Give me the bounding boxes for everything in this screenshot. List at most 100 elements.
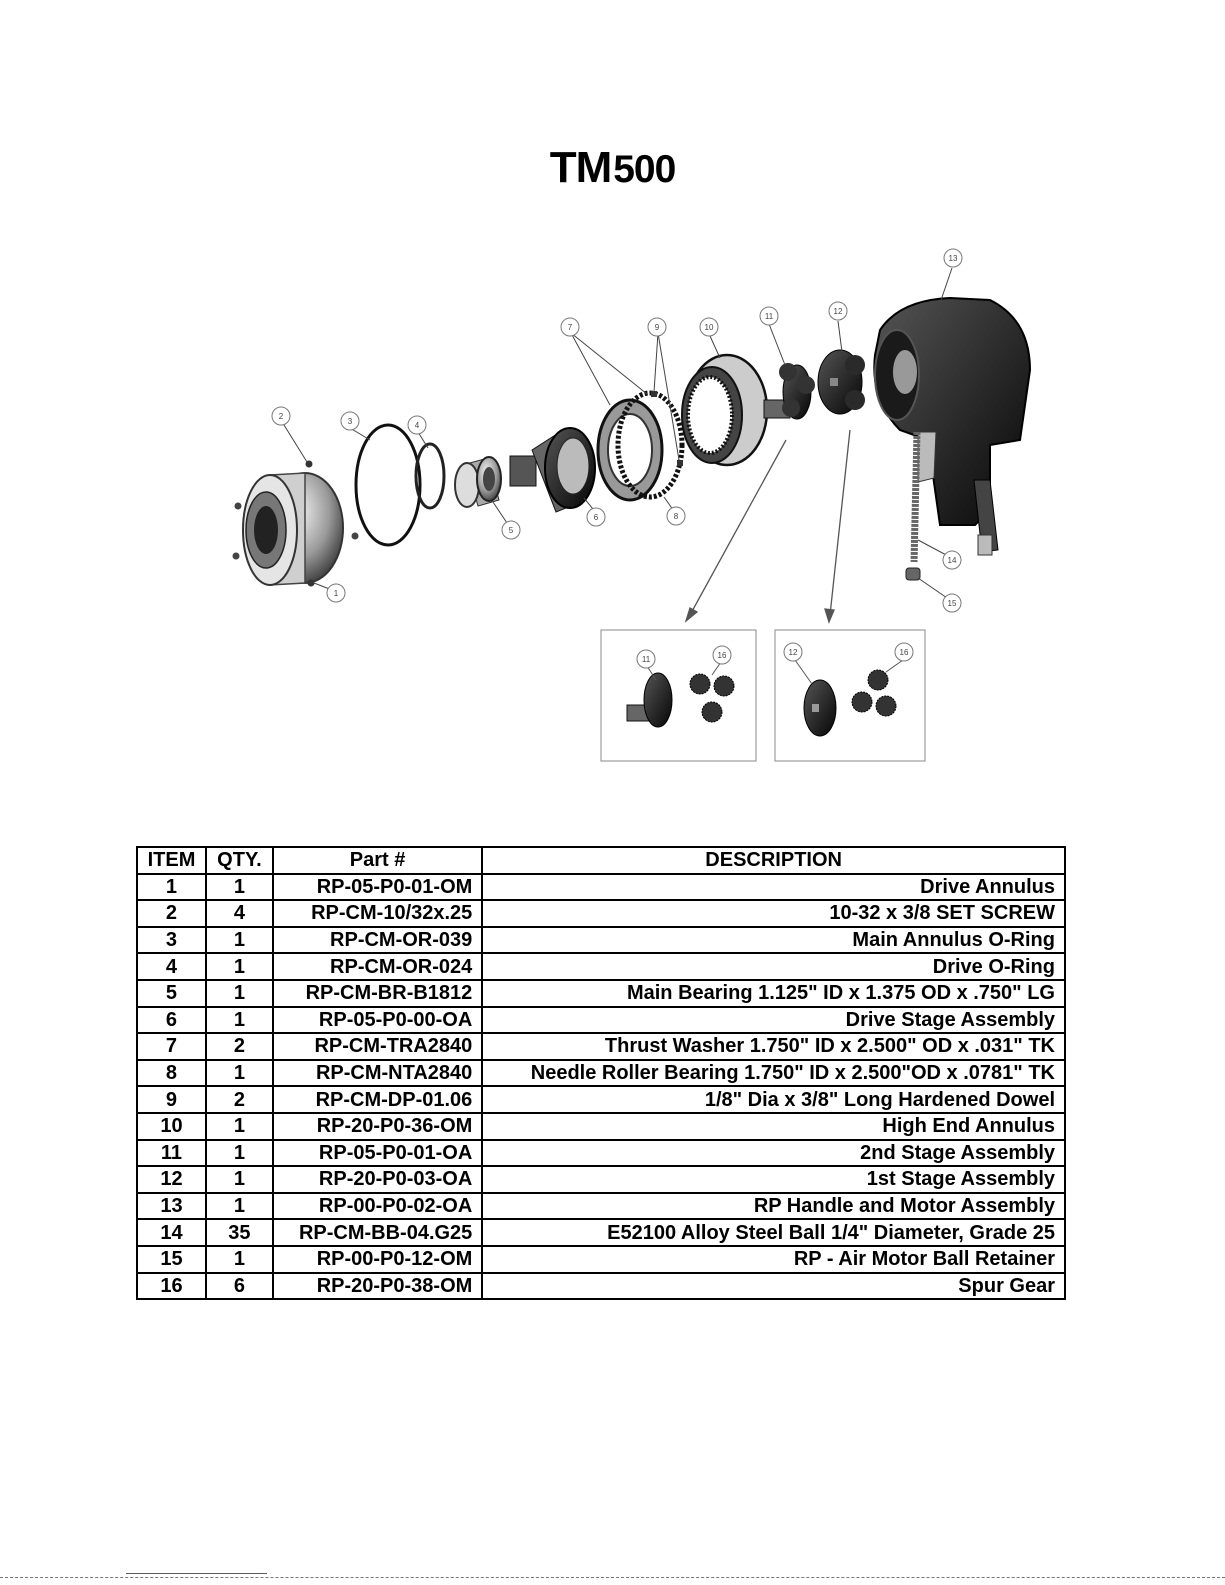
- header-part-number: Part #: [271, 846, 484, 875]
- cell-qty: 1: [204, 1138, 274, 1168]
- cell-description: Drive Annulus: [481, 872, 1066, 902]
- cell-item: 5: [136, 978, 207, 1008]
- cell-qty: 1: [204, 1005, 274, 1035]
- callout-5: 5: [509, 526, 514, 535]
- callout-10: 10: [705, 323, 714, 332]
- callout-7: 7: [568, 323, 573, 332]
- cell-qty: 1: [204, 1191, 274, 1221]
- detail-box-1st-stage: [774, 629, 926, 762]
- cell-description: 2nd Stage Assembly: [481, 1138, 1066, 1168]
- cell-qty: 1: [204, 925, 274, 955]
- header-description: DESCRIPTION: [481, 846, 1066, 875]
- part-main-annulus-o-ring: [354, 423, 422, 547]
- cell-description: RP Handle and Motor Assembly: [481, 1191, 1066, 1221]
- cell-part-number: RP-00-P0-12-OM: [271, 1244, 484, 1274]
- cell-qty: 1: [204, 978, 274, 1008]
- part-drive-stage-assembly: [509, 427, 596, 513]
- cell-description: Main Bearing 1.125" ID x 1.375 OD x .750…: [481, 978, 1066, 1008]
- callout-12: 12: [834, 307, 843, 316]
- callout-11: 11: [765, 312, 774, 321]
- cell-part-number: RP-05-P0-00-OA: [271, 1005, 484, 1035]
- cell-description: 1st Stage Assembly: [481, 1165, 1066, 1194]
- cell-item: 11: [136, 1138, 207, 1168]
- cell-part-number: RP-CM-BB-04.G25: [271, 1218, 484, 1247]
- cell-part-number: RP-20-P0-36-OM: [271, 1111, 484, 1141]
- cell-qty: 35: [204, 1218, 274, 1247]
- detail-2nd-stage-parts: [626, 672, 735, 728]
- cell-item: 15: [136, 1244, 207, 1274]
- cell-item: 16: [136, 1271, 207, 1301]
- cell-qty: 1: [204, 1244, 274, 1274]
- callout-6: 6: [594, 513, 599, 522]
- cell-description: E52100 Alloy Steel Ball 1/4" Diameter, G…: [481, 1218, 1066, 1247]
- cell-description: Thrust Washer 1.750" ID x 2.500" OD x .0…: [481, 1032, 1066, 1061]
- page-bottom-divider: [0, 1577, 1225, 1578]
- exploded-view-diagram: 1 2 3 4 5 6 7 8 9 10 11 12 13 14 15 11 1…: [232, 248, 1032, 762]
- callout-8: 8: [674, 512, 679, 521]
- part-handle-motor-assembly: [873, 296, 1032, 556]
- cell-description: Main Annulus O-Ring: [481, 925, 1066, 955]
- part-2nd-stage-assembly: [763, 363, 815, 420]
- cell-qty: 4: [204, 899, 274, 928]
- cell-description: RP - Air Motor Ball Retainer: [481, 1244, 1066, 1274]
- cell-qty: 1: [204, 1165, 274, 1194]
- callout-4: 4: [415, 421, 420, 430]
- cell-part-number: RP-05-P0-01-OM: [271, 872, 484, 902]
- part-steel-balls: [910, 431, 921, 563]
- callout-detail-11: 11: [642, 655, 651, 664]
- cell-item: 3: [136, 925, 207, 955]
- model-number: 500: [613, 148, 676, 191]
- header-qty: QTY.: [204, 846, 274, 875]
- cell-qty: 1: [204, 1058, 274, 1088]
- detail-box-2nd-stage: [600, 629, 757, 762]
- detail-1st-stage-parts: [803, 669, 897, 737]
- cell-description: 1/8" Dia x 3/8" Long Hardened Dowel: [481, 1085, 1066, 1114]
- cell-item: 7: [136, 1032, 207, 1061]
- callout-detail-16b: 16: [900, 648, 909, 657]
- callout-detail-12: 12: [789, 648, 798, 657]
- cell-description: Drive O-Ring: [481, 952, 1066, 981]
- cell-item: 4: [136, 952, 207, 981]
- part-drive-annulus: [232, 460, 359, 587]
- table-header-row: ITEM QTY. Part # DESCRIPTION: [136, 846, 1066, 875]
- cell-qty: 1: [204, 1111, 274, 1141]
- callout-detail-16a: 16: [718, 651, 727, 660]
- cell-part-number: RP-CM-DP-01.06: [271, 1085, 484, 1114]
- cell-part-number: RP-CM-OR-024: [271, 952, 484, 981]
- detail-leader-lines: [646, 659, 904, 685]
- cell-part-number: RP-20-P0-03-OA: [271, 1165, 484, 1194]
- cell-item: 10: [136, 1111, 207, 1141]
- cell-description: Needle Roller Bearing 1.750" ID x 2.500"…: [481, 1058, 1066, 1088]
- cell-qty: 2: [204, 1032, 274, 1061]
- part-thrust-washer-needle-bearing: [596, 390, 685, 502]
- page-title: TM500: [0, 143, 1225, 193]
- part-ball-retainer: [905, 567, 921, 581]
- cell-part-number: RP-05-P0-01-OA: [271, 1138, 484, 1168]
- cell-part-number: RP-CM-BR-B1812: [271, 978, 484, 1008]
- cell-qty: 1: [204, 872, 274, 902]
- cell-part-number: RP-CM-TRA2840: [271, 1032, 484, 1061]
- part-1st-stage-assembly: [817, 349, 865, 415]
- cell-qty: 1: [204, 952, 274, 981]
- callout-15: 15: [948, 599, 957, 608]
- leader-lines: [283, 267, 953, 601]
- callout-2: 2: [279, 412, 284, 421]
- part-main-bearing: [454, 456, 502, 508]
- footnote-separator: [126, 1573, 267, 1574]
- cell-item: 13: [136, 1191, 207, 1221]
- cell-item: 6: [136, 1005, 207, 1035]
- header-item: ITEM: [136, 846, 207, 875]
- model-prefix: TM: [549, 143, 613, 192]
